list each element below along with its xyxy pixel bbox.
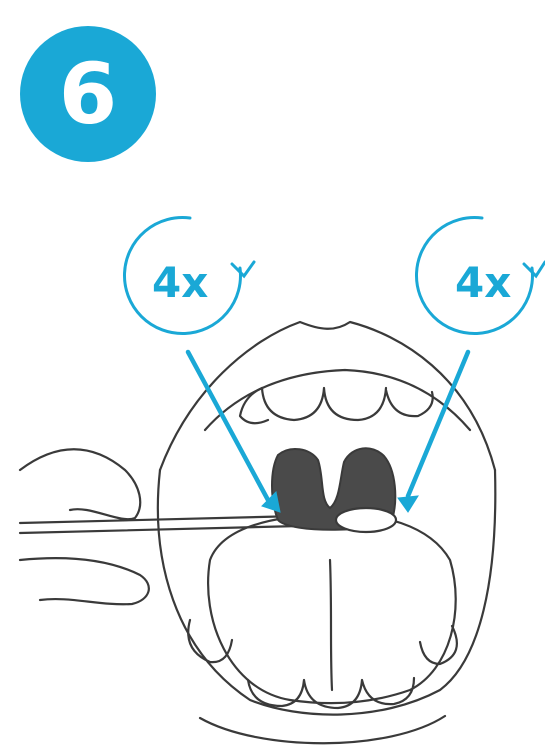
rotation-label-right: 4x xyxy=(455,262,511,304)
swab-icon xyxy=(336,508,396,532)
hand xyxy=(20,449,149,604)
tongue-midline xyxy=(330,560,332,690)
lower-lip xyxy=(200,716,445,743)
pointer-arrow-icon xyxy=(188,352,268,500)
rotation-arrow-icon xyxy=(524,262,545,276)
pointer-arrow-icon xyxy=(408,352,468,496)
rotation-label-left: 4x xyxy=(152,262,208,304)
rotation-arrow-icon xyxy=(232,262,254,276)
upper-teeth xyxy=(240,388,433,423)
lower-teeth xyxy=(188,620,457,708)
